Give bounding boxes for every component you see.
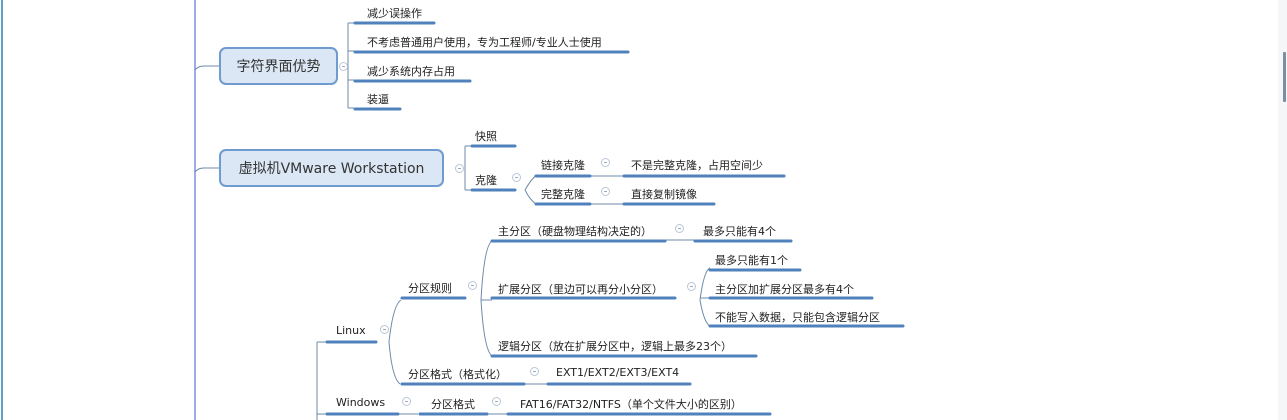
subtopic[interactable]: 减少误操作 — [367, 7, 422, 20]
subtopic-windows[interactable]: Windows — [336, 396, 386, 409]
subtopic-partition-format[interactable]: 分区格式 — [431, 398, 475, 411]
subtopic-logical[interactable]: 逻辑分区（放在扩展分区中，逻辑上最多23个） — [498, 340, 732, 353]
collapse-icon[interactable] — [492, 397, 501, 406]
subtopic-clone[interactable]: 克隆 — [475, 174, 497, 187]
subtopic-detail[interactable]: 主分区加扩展分区最多有4个 — [715, 283, 854, 296]
subtopic[interactable]: 减少系统内存占用 — [367, 65, 455, 78]
collapse-icon[interactable] — [601, 187, 610, 196]
collapse-icon[interactable] — [512, 173, 521, 182]
subtopic-detail[interactable]: 直接复制镜像 — [631, 188, 697, 201]
subtopic-detail[interactable]: 不是完整克隆，占用空间少 — [631, 159, 763, 172]
subtopic-partition-format[interactable]: 分区格式（格式化） — [408, 368, 507, 381]
subtopic-detail[interactable]: FAT16/FAT32/NTFS（单个文件大小的区别） — [520, 398, 742, 411]
subtopic[interactable]: 不考虑普通用户使用，专为工程师/专业人士使用 — [367, 36, 602, 49]
collapse-icon[interactable] — [402, 397, 411, 406]
subtopic-partition-rules[interactable]: 分区规则 — [408, 282, 452, 295]
collapse-icon[interactable] — [339, 62, 348, 71]
collapse-icon[interactable] — [380, 325, 389, 334]
vertical-scrollbar[interactable] — [1278, 0, 1287, 420]
topic-vmware-workstation[interactable]: 虚拟机VMware Workstation — [219, 149, 444, 187]
subtopic-extended[interactable]: 扩展分区（里边可以再分小分区） — [498, 283, 663, 296]
subtopic-primary[interactable]: 主分区（硬盘物理结构决定的） — [498, 225, 652, 238]
subtopic-full-clone[interactable]: 完整克隆 — [541, 188, 585, 201]
collapse-icon[interactable] — [601, 158, 610, 167]
subtopic-snapshot[interactable]: 快照 — [475, 130, 497, 143]
scrollbar-thumb[interactable] — [1283, 52, 1286, 102]
canvas-left-border — [1, 0, 3, 420]
collapse-icon[interactable] — [455, 164, 464, 173]
collapse-icon[interactable] — [675, 224, 684, 233]
collapse-icon[interactable] — [530, 367, 539, 376]
subtopic-detail[interactable]: 不能写入数据，只能包含逻辑分区 — [715, 311, 880, 324]
collapse-icon[interactable] — [687, 282, 696, 291]
subtopic-detail[interactable]: EXT1/EXT2/EXT3/EXT4 — [556, 366, 680, 379]
collapse-icon[interactable] — [468, 281, 477, 290]
topic-char-interface-advantages[interactable]: 字符界面优势 — [219, 47, 338, 85]
subtopic[interactable]: 装逼 — [367, 93, 389, 106]
subtopic-linked-clone[interactable]: 链接克隆 — [541, 159, 585, 172]
subtopic-detail[interactable]: 最多只能有4个 — [703, 225, 776, 238]
subtopic-linux[interactable]: Linux — [336, 324, 366, 337]
subtopic-detail[interactable]: 最多只能有1个 — [715, 254, 788, 267]
